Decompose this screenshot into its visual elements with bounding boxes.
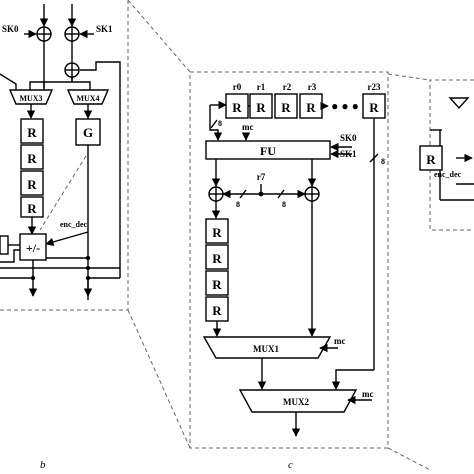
mux3 <box>8 89 54 105</box>
sk1-label-c: SK1 <box>340 149 357 159</box>
mux1 <box>202 336 332 359</box>
svg-text:MUX3: MUX3 <box>19 94 42 103</box>
svg-text:R: R <box>212 225 222 240</box>
svg-text:R: R <box>27 151 37 166</box>
xor-right-c <box>304 186 320 202</box>
mux2 <box>238 389 358 413</box>
svg-text:R: R <box>256 100 266 115</box>
register-ellipsis: ● ● ● <box>331 99 359 113</box>
svg-text:8: 8 <box>236 200 240 209</box>
svg-text:r3: r3 <box>308 82 317 92</box>
svg-text:R: R <box>27 177 37 192</box>
sk0-label-c: SK0 <box>340 133 357 143</box>
caption-c: c <box>288 459 293 471</box>
triangle-icon <box>448 97 470 110</box>
xor-sk0 <box>36 26 52 42</box>
svg-text:r1: r1 <box>257 82 266 92</box>
adder-subtractor <box>19 233 47 261</box>
svg-text:R: R <box>232 100 242 115</box>
panel-c-register-stack: R R R R <box>205 218 229 322</box>
svg-text:R: R <box>27 201 37 216</box>
svg-text:R: R <box>281 100 291 115</box>
mc-label-fu: mc <box>242 122 254 132</box>
svg-text:r2: r2 <box>283 82 292 92</box>
panel-b-frame <box>0 0 129 311</box>
svg-text:MUX2: MUX2 <box>283 397 309 407</box>
svg-text:r23: r23 <box>368 82 381 92</box>
svg-text:MUX4: MUX4 <box>76 94 99 103</box>
r7-label: r7 <box>257 172 266 182</box>
sk0-label: SK0 <box>2 24 19 34</box>
svg-text:r0: r0 <box>233 82 242 92</box>
enc-dec-label-b: enc_dec <box>60 220 88 229</box>
panel-b: SK0 SK1 MUX3 MUX4 R R R <box>0 0 129 471</box>
xor-middle <box>64 62 80 78</box>
svg-text:+/-: +/- <box>26 241 40 255</box>
register-row: R R R R R <box>225 93 386 119</box>
svg-text:R: R <box>27 125 37 140</box>
svg-text:G: G <box>83 125 93 140</box>
sk1-label: SK1 <box>96 24 113 34</box>
xor-left-c <box>208 186 224 202</box>
mux4 <box>66 89 110 105</box>
panel-d: R enc_dec <box>419 79 474 231</box>
mc-label-mux2: mc <box>362 389 374 399</box>
mc-label-mux1: mc <box>334 336 346 346</box>
svg-text:R: R <box>212 303 222 318</box>
svg-text:8: 8 <box>381 157 385 166</box>
panel-c-frame <box>189 71 389 449</box>
svg-text:FU: FU <box>260 144 276 158</box>
svg-text:R: R <box>369 100 379 115</box>
panel-c: r0 r1 r2 r3 r23 R R R R R ● ● ● 8 mc <box>189 71 389 471</box>
svg-text:R: R <box>306 100 316 115</box>
svg-text:R: R <box>426 152 436 167</box>
svg-text:8: 8 <box>218 119 222 128</box>
panel-d-register <box>419 145 443 171</box>
panel-b-register-stack: R R R R <box>20 118 44 218</box>
zoom-connectors <box>39 0 431 471</box>
enc-dec-label-d: enc_dec <box>434 170 462 179</box>
svg-text:R: R <box>212 277 222 292</box>
caption-b: b <box>40 459 46 471</box>
xor-sk1 <box>64 26 80 42</box>
svg-text:8: 8 <box>282 200 286 209</box>
svg-text:MUX1: MUX1 <box>253 344 279 354</box>
fu-block <box>205 140 331 160</box>
svg-text:R: R <box>212 251 222 266</box>
